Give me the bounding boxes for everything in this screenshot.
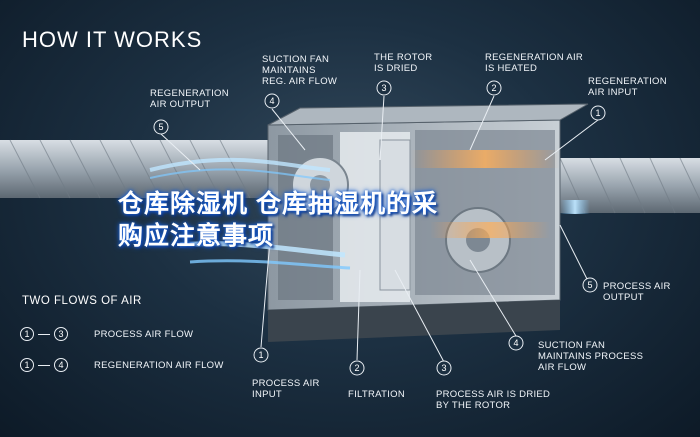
callout-top-5: REGENERATION AIR OUTPUT xyxy=(150,88,229,110)
svg-text:5: 5 xyxy=(587,280,592,290)
callout-bottom-4: SUCTION FAN MAINTAINS PROCESS AIR FLOW xyxy=(538,340,644,373)
overlay-line-1: 仓库除湿机 仓库抽湿机的采 xyxy=(118,190,438,218)
callout-top-1: REGENERATION AIR INPUT xyxy=(588,76,667,98)
legend-from-marker: 1 xyxy=(20,358,34,372)
page-title: HOW IT WORKS xyxy=(22,27,203,52)
svg-text:3: 3 xyxy=(381,83,386,93)
legend-dash xyxy=(38,364,50,366)
legend-row-process: 1 3 PROCESS AIR FLOW xyxy=(20,325,193,343)
callout-bottom-5: PROCESS AIR OUTPUT xyxy=(603,281,671,303)
dehumidifier-cabinet xyxy=(267,103,589,342)
marker-bottom-4: 4 xyxy=(508,335,524,351)
svg-text:3: 3 xyxy=(441,363,446,373)
overlay-line-2: 购应注意事项 xyxy=(118,222,275,250)
callout-top-4: SUCTION FAN MAINTAINS REG. AIR FLOW xyxy=(262,54,338,87)
callout-bottom-3: PROCESS AIR IS DRIED BY THE ROTOR xyxy=(436,389,551,411)
marker-top-5: 5 xyxy=(153,119,169,135)
svg-text:1: 1 xyxy=(595,108,600,118)
marker-bottom-5: 5 xyxy=(582,277,598,293)
marker-bottom-3: 3 xyxy=(436,360,452,376)
svg-text:1: 1 xyxy=(258,350,263,360)
legend-from-marker: 1 xyxy=(20,327,34,341)
legend-row-regeneration: 1 4 REGENERATION AIR FLOW xyxy=(20,356,224,374)
svg-text:4: 4 xyxy=(269,96,274,106)
marker-bottom-2: 2 xyxy=(349,360,365,376)
marker-bottom-1: 1 xyxy=(253,347,269,363)
callout-bottom-2: FILTRATION xyxy=(348,389,406,400)
svg-text:4: 4 xyxy=(513,338,518,348)
callout-markers: 5 4 3 2 1 1 2 3 4 5 xyxy=(153,80,606,376)
process-airflow xyxy=(179,200,590,270)
svg-text:2: 2 xyxy=(354,363,359,373)
legend-to-marker: 4 xyxy=(54,358,68,372)
legend-dash xyxy=(38,333,50,335)
marker-top-1: 1 xyxy=(590,105,606,121)
bottom-leader-lines xyxy=(260,224,591,363)
callout-top-3: THE ROTOR IS DRIED xyxy=(374,52,433,74)
overlay-headline: 仓库除湿机 仓库抽湿机的采 购应注意事项 xyxy=(118,188,598,252)
marker-top-2: 2 xyxy=(486,80,502,96)
legend-title: TWO FLOWS OF AIR xyxy=(22,295,142,307)
callout-bottom-1: PROCESS AIR INPUT xyxy=(252,378,320,400)
callout-top-2: REGENERATION AIR IS HEATED xyxy=(485,52,584,74)
legend-label: REGENERATION AIR FLOW xyxy=(94,359,224,371)
legend-label: PROCESS AIR FLOW xyxy=(94,328,194,340)
regeneration-airflow xyxy=(149,150,560,181)
marker-top-3: 3 xyxy=(376,80,392,96)
svg-text:2: 2 xyxy=(491,83,496,93)
svg-text:5: 5 xyxy=(158,122,163,132)
top-leader-lines xyxy=(160,95,599,171)
marker-top-4: 4 xyxy=(264,93,280,109)
legend-to-marker: 3 xyxy=(54,327,68,341)
